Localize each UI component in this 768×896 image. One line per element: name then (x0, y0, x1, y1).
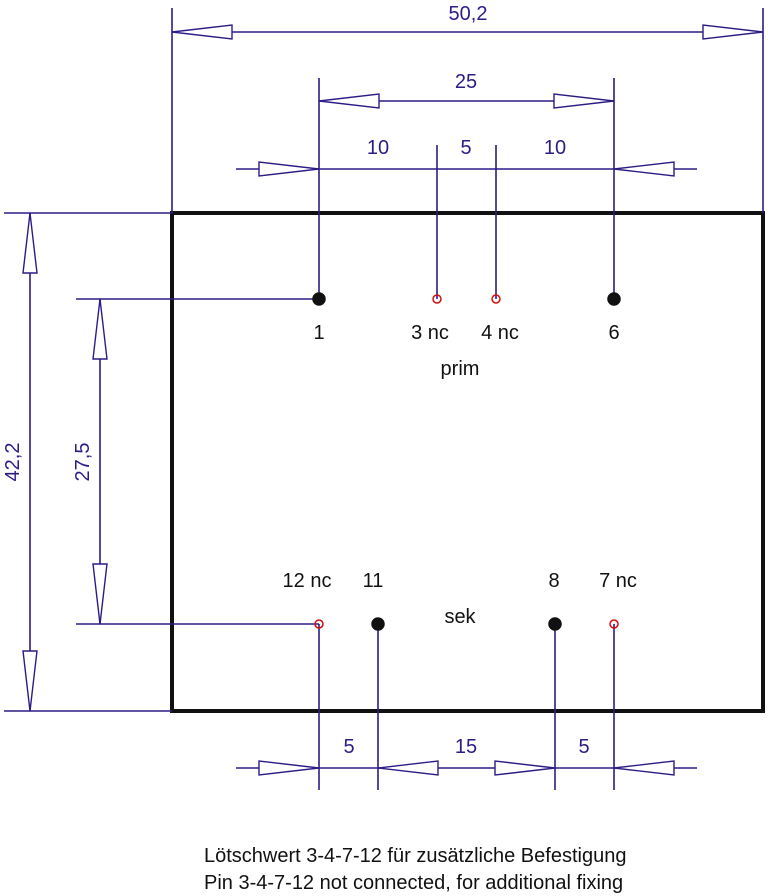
dim-total-height-label: 42,2 (2, 443, 24, 482)
arrowhead (377, 760, 439, 776)
dim-row-spacing: 27,5 (72, 298, 319, 625)
arrowhead (22, 212, 38, 274)
dim-total-width-label: 50,2 (449, 3, 488, 25)
dim-outer-pin-spacing-label: 25 (455, 71, 477, 93)
arrowhead (613, 760, 675, 776)
arrowhead (92, 563, 108, 625)
pin-1-label: 1 (313, 322, 324, 344)
pin-8-label: 8 (548, 570, 559, 592)
pin-8 (548, 617, 562, 631)
arrowhead (92, 298, 108, 360)
secondary-winding-label: sek (444, 606, 476, 628)
pin-6-label: 6 (608, 322, 619, 344)
dim-row-spacing-label: 27,5 (72, 443, 94, 482)
pin-11-label: 11 (363, 570, 384, 592)
dim-prim-seg-right-label: 10 (544, 137, 566, 159)
dim-primary-chain: 10 5 10 (236, 137, 697, 299)
primary-winding-label: prim (441, 358, 480, 380)
arrowhead (318, 93, 380, 109)
arrowhead (171, 24, 233, 40)
dim-secondary-chain: 5 15 5 (236, 624, 697, 790)
dim-prim-seg-mid-label: 5 (460, 137, 471, 159)
pin-6 (607, 292, 621, 306)
pin-12-label: 12 nc (283, 570, 332, 592)
dim-total-height: 42,2 (2, 212, 172, 712)
pin-7-nc (609, 619, 619, 629)
dim-sek-seg-mid-label: 15 (455, 736, 477, 758)
pin-7-label: 7 nc (599, 570, 637, 592)
pin-4-nc (491, 294, 501, 304)
pin-4-label: 4 nc (481, 322, 519, 344)
arrowhead (258, 760, 320, 776)
pin-12-nc (314, 619, 324, 629)
dim-sek-seg-right-label: 5 (578, 736, 589, 758)
dim-sek-seg-left-label: 5 (343, 736, 354, 758)
pin-11 (371, 617, 385, 631)
arrowhead (22, 650, 38, 712)
dim-prim-seg-left-label: 10 (367, 137, 389, 159)
arrowhead (702, 24, 764, 40)
arrowhead (553, 93, 615, 109)
pin-3-nc (432, 294, 442, 304)
pin-3-label: 3 nc (411, 322, 449, 344)
dim-total-width: 50,2 (171, 3, 764, 213)
pin-1 (312, 292, 326, 306)
arrowhead (258, 161, 320, 177)
note-english: Pin 3-4-7-12 not connected, for addition… (204, 872, 623, 894)
note-german: Lötschwert 3-4-7-12 für zusätzliche Befe… (204, 845, 626, 867)
arrowhead (613, 161, 675, 177)
transformer-body-outline (170, 211, 765, 713)
dim-outer-pin-spacing: 25 (318, 71, 615, 299)
arrowhead (494, 760, 556, 776)
